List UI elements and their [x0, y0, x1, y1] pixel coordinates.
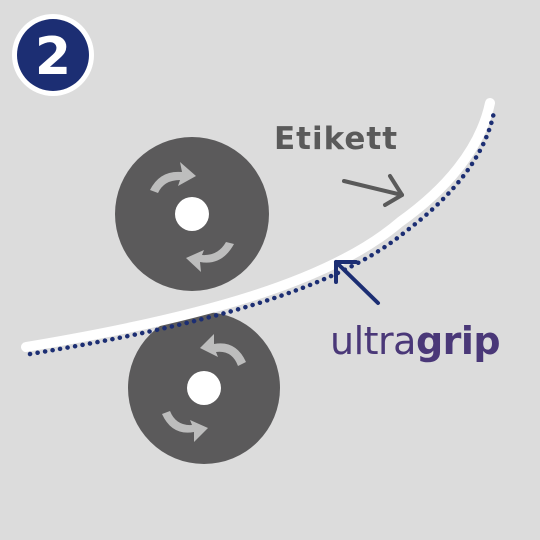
top-roller [115, 137, 269, 291]
step-badge-fill [17, 19, 89, 91]
brand-light-part: ultra [330, 319, 416, 363]
top-roller-hub [175, 197, 209, 231]
rotate-clockwise-arrows-icon [150, 162, 234, 272]
label-strip [21, 98, 495, 352]
step-number: 2 [35, 27, 71, 87]
adhesive-dotted-line [27, 109, 497, 357]
etikett-label: Etikett [274, 121, 398, 157]
brand-bold-part: grip [416, 319, 500, 363]
step-badge: 2 [12, 14, 94, 96]
etikett-arrow-icon [342, 174, 404, 207]
rotate-counterclockwise-arrows-icon [162, 334, 246, 442]
ultragrip-arrow-icon [334, 260, 380, 305]
bottom-roller-hub [187, 371, 221, 405]
bottom-roller [128, 312, 280, 464]
ultragrip-brand: ultragrip [330, 319, 500, 363]
